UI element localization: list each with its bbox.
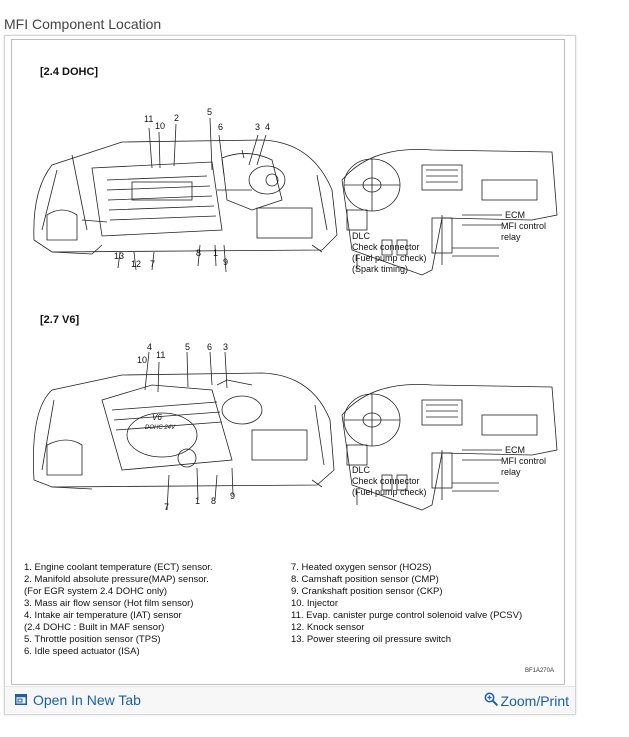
legend-item: 10. Injector xyxy=(291,598,338,609)
callout-7-a: 7 xyxy=(150,259,156,269)
legend-left: 1. Engine coolant temperature (ECT) sens… xyxy=(24,562,213,658)
engine-mark-v6: V6 xyxy=(152,413,162,422)
callout-5-a: 5 xyxy=(207,107,213,117)
legend-item: 7. Heated oxygen sensor (HO2S) xyxy=(291,562,432,573)
open-in-new-tab-icon xyxy=(15,692,27,708)
callout-5-b: 5 xyxy=(185,342,191,352)
dlc-line: DLC xyxy=(352,465,371,475)
callout-7-b: 7 xyxy=(164,502,170,512)
callout-4-b: 4 xyxy=(147,342,153,352)
legend-item: 8. Camshaft position sensor (CMP) xyxy=(291,574,439,585)
section-heading-dohc: [2.4 DOHC] xyxy=(40,66,99,78)
callout-9-a: 9 xyxy=(223,257,229,267)
dashboard-b xyxy=(341,384,558,511)
legend-item: 1. Engine coolant temperature (ECT) sens… xyxy=(24,562,213,573)
dlc-line: (Fuel pump check) xyxy=(352,253,427,263)
magnifier-plus-icon xyxy=(484,692,498,709)
legend-item: 12. Knock sensor xyxy=(291,622,365,633)
image-card: [2.4 DOHC] 11 10 2 5 6 3 4 13 12 7 8 1 9… xyxy=(4,35,576,715)
dlc-line: DLC xyxy=(352,231,371,241)
engine-mark-dohc: DOHC 24V xyxy=(145,425,176,431)
zoom-print-link[interactable]: Zoom/Print xyxy=(484,692,569,709)
callout-1-a: 1 xyxy=(213,248,219,258)
figure-code: BF1A270A xyxy=(524,668,554,674)
callout-6-a: 6 xyxy=(218,122,224,132)
ecm-label-b: ECM xyxy=(505,445,525,455)
callout-8-a: 8 xyxy=(196,248,202,258)
legend-item: 6. Idle speed actuator (ISA) xyxy=(24,646,140,657)
engine-bay-a xyxy=(33,139,338,255)
mfi-relay-label-a2: relay xyxy=(501,232,521,242)
callout-12-a: 12 xyxy=(131,259,142,269)
callout-10-a: 10 xyxy=(155,121,166,131)
section-heading-v6: [2.7 V6] xyxy=(40,314,80,326)
mfi-relay-label-a: MFI control xyxy=(501,221,547,231)
legend-item: 9. Crankshaft position sensor (CKP) xyxy=(291,586,443,597)
dlc-line: (Fuel pump check) xyxy=(352,487,427,497)
callout-2-a: 2 xyxy=(174,113,180,123)
callout-6-b: 6 xyxy=(207,342,213,352)
callout-9-b: 9 xyxy=(230,491,236,501)
leaders-b xyxy=(144,351,234,511)
dlc-line: Check connector xyxy=(352,476,420,486)
legend-item: (2.4 DOHC : Built in MAF sensor) xyxy=(24,622,165,633)
callout-1-b: 1 xyxy=(195,496,201,506)
image-actions-bar: Open In New Tab Zoom/Print xyxy=(5,686,575,713)
open-in-new-tab-label: Open In New Tab xyxy=(33,692,141,708)
legend-right: 7. Heated oxygen sensor (HO2S) 8. Camsha… xyxy=(291,562,522,646)
callout-10-b: 10 xyxy=(137,355,148,365)
legend-item: 11. Evap. canister purge control solenoi… xyxy=(291,610,523,621)
dlc-label-a: DLC Check connector (Fuel pump check) (S… xyxy=(352,231,427,275)
engine-bay-illustration xyxy=(33,117,558,511)
callout-8-b: 8 xyxy=(211,496,217,506)
dlc-line: (Spark timing) xyxy=(352,264,409,274)
legend-item: (For EGR system 2.4 DOHC only) xyxy=(24,586,168,597)
callout-3-b: 3 xyxy=(223,342,229,352)
engine-bay-b xyxy=(33,372,335,490)
open-in-new-tab-link[interactable]: Open In New Tab xyxy=(15,692,141,708)
dashboard-a xyxy=(341,149,558,276)
mfi-relay-label-b: MFI control xyxy=(501,456,547,466)
page-title: MFI Component Location xyxy=(4,16,162,32)
legend-item: 3. Mass air flow sensor (Hot film sensor… xyxy=(24,598,194,609)
dlc-label-b: DLC Check connector (Fuel pump check) xyxy=(352,465,427,498)
legend-item: 2. Manifold absolute pressure(MAP) senso… xyxy=(24,574,209,585)
callout-4-a: 4 xyxy=(265,122,271,132)
legend-item: 4. Intake air temperature (IAT) sensor xyxy=(24,610,182,621)
callout-13-a: 13 xyxy=(114,251,125,261)
component-location-figure[interactable]: [2.4 DOHC] 11 10 2 5 6 3 4 13 12 7 8 1 9… xyxy=(11,39,565,685)
legend-item: 5. Throttle position sensor (TPS) xyxy=(24,634,161,645)
dlc-line: Check connector xyxy=(352,242,420,252)
ecm-label-a: ECM xyxy=(505,210,525,220)
callout-11-a: 11 xyxy=(144,114,154,124)
legend-item: 13. Power steering oil pressure switch xyxy=(291,634,451,645)
zoom-print-label: Zoom/Print xyxy=(500,692,569,709)
callout-3-a: 3 xyxy=(255,122,261,132)
leaders-a xyxy=(117,117,267,273)
callout-11-b: 11 xyxy=(156,350,166,360)
mfi-relay-label-b2: relay xyxy=(501,467,521,477)
